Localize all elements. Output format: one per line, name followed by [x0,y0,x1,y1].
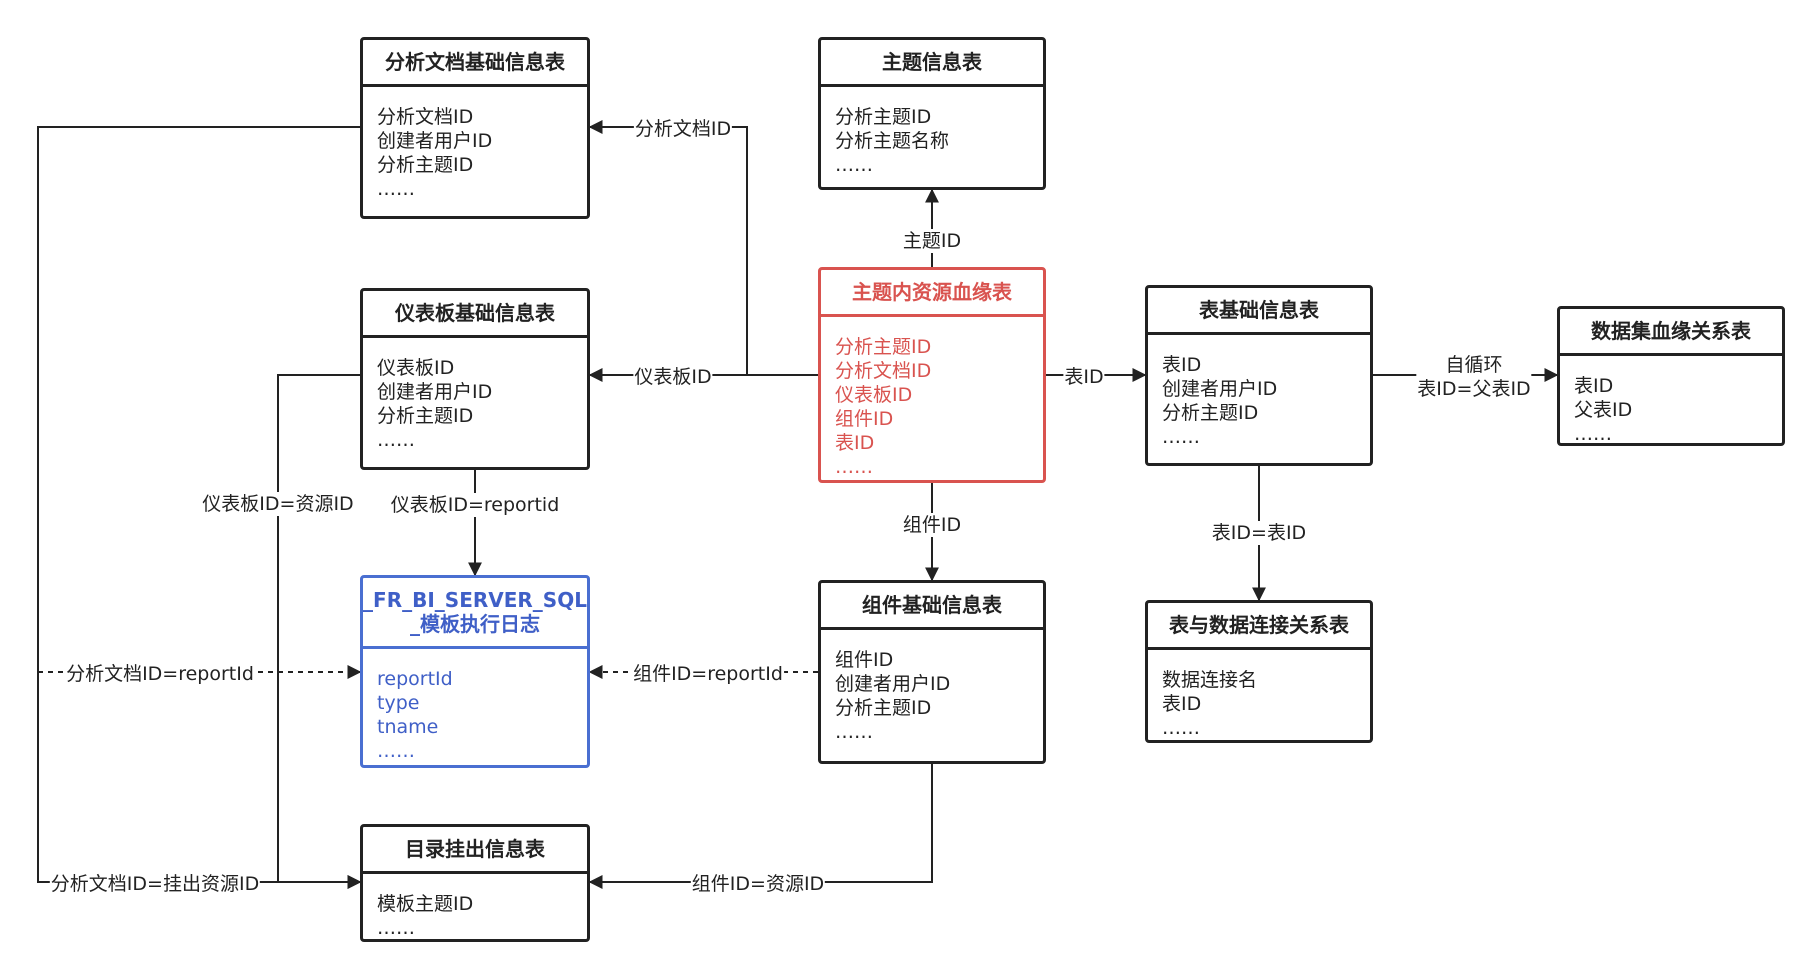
edge-label-lineage-topic: 主题ID [901,229,963,253]
edge-label-dashboard-sqllog: 仪表板ID=reportid [389,493,561,517]
table-title: _FR_BI_SERVER_SQL _模板执行日志 [363,578,587,649]
edge-label-table-self-loop: 自循环 表ID=父表ID [1416,353,1532,401]
table-field: tname [377,716,439,738]
table-field: …… [835,456,873,478]
edge-label-dashboard-catalog: 仪表板ID=资源ID [201,492,355,516]
edge-label-lineage-table: 表ID [1063,365,1105,389]
table-field: …… [835,721,873,743]
table-field: 模板主题ID [377,893,474,915]
table-field: 表ID [1162,354,1202,376]
edge-label-lineage-component: 组件ID [901,513,963,537]
table-field: 分析主题ID [377,405,474,427]
table-field: …… [377,178,415,200]
edge-label-doc-catalog: 分析文档ID=挂出资源ID [49,872,261,896]
table-title: 组件基础信息表 [821,583,1043,630]
table-field: 表ID [1162,693,1202,715]
table-field: 创建者用户ID [377,381,493,403]
edge-label-lineage-doc: 分析文档ID [633,117,733,141]
table-dataset-lineage: 数据集血缘关系表 表ID 父表ID …… [1557,306,1785,446]
table-field: 仪表板ID [377,357,455,379]
table-field: 父表ID [1574,399,1633,421]
table-title: 主题内资源血缘表 [821,270,1043,317]
table-title: 仪表板基础信息表 [363,291,587,338]
table-field: 创建者用户ID [377,130,493,152]
table-title: 目录挂出信息表 [363,827,587,874]
edge-lineage-doc [588,120,818,376]
table-field: 分析主题ID [835,336,932,358]
table-field: …… [377,917,415,939]
table-field: 分析主题名称 [835,130,950,152]
table-field: 分析主题ID [835,106,932,128]
table-catalog-mount-info: 目录挂出信息表 模板主题ID …… [360,824,590,942]
table-field: …… [377,429,415,451]
edge-label-table-tableconn: 表ID=表ID [1210,521,1308,545]
edge-component-catalog [588,764,933,889]
table-table-connection-relation: 表与数据连接关系表 数据连接名 表ID …… [1145,600,1373,743]
table-doc-basic-info: 分析文档基础信息表 分析文档ID 创建者用户ID 分析主题ID …… [360,37,590,219]
table-dashboard-basic-info: 仪表板基础信息表 仪表板ID 创建者用户ID 分析主题ID …… [360,288,590,470]
table-topic-resource-lineage: 主题内资源血缘表 分析主题ID 分析文档ID 仪表板ID 组件ID 表ID …… [818,267,1046,483]
table-title: 数据集血缘关系表 [1560,309,1782,356]
table-field: 表ID [1574,375,1614,397]
table-field: 创建者用户ID [1162,378,1278,400]
table-field: …… [1162,717,1200,739]
table-table-basic-info: 表基础信息表 表ID 创建者用户ID 分析主题ID …… [1145,285,1373,466]
table-title: 表基础信息表 [1148,288,1370,335]
edge-label-component-catalog: 组件ID=资源ID [690,872,826,896]
edge-dashboard-catalog [277,374,362,889]
table-topic-info: 主题信息表 分析主题ID 分析主题名称 …… [818,37,1046,190]
table-field: 组件ID [835,649,894,671]
table-field: reportId [377,668,453,690]
table-component-basic-info: 组件基础信息表 组件ID 创建者用户ID 分析主题ID …… [818,580,1046,764]
table-field: …… [377,740,415,762]
edge-label-component-sqllog: 组件ID=reportId [632,662,784,686]
table-field: …… [835,154,873,176]
edge-label-self-loop-line1: 自循环 [1445,354,1503,376]
table-field: 分析主题ID [835,697,932,719]
table-field: …… [1162,426,1200,448]
edge-label-doc-sqllog: 分析文档ID=reportId [65,662,255,686]
table-title: 分析文档基础信息表 [363,40,587,87]
table-field: 分析文档ID [377,106,474,128]
edge-label-lineage-dashboard: 仪表板ID [633,365,713,389]
table-field: 创建者用户ID [835,673,951,695]
table-field: 表ID [835,432,875,454]
table-field: 分析主题ID [1162,402,1259,424]
table-field: 数据连接名 [1162,669,1258,691]
table-field: …… [1574,423,1612,445]
edge-label-self-loop-line2: 表ID=父表ID [1417,378,1531,400]
table-field: 分析主题ID [377,154,474,176]
table-title: 表与数据连接关系表 [1148,603,1370,650]
table-sql-execution-log: _FR_BI_SERVER_SQL _模板执行日志 reportId type … [360,575,590,768]
table-field: 组件ID [835,408,894,430]
table-title: 主题信息表 [821,40,1043,87]
table-field: type [377,692,420,714]
table-field: 仪表板ID [835,384,913,406]
table-field: 分析文档ID [835,360,932,382]
